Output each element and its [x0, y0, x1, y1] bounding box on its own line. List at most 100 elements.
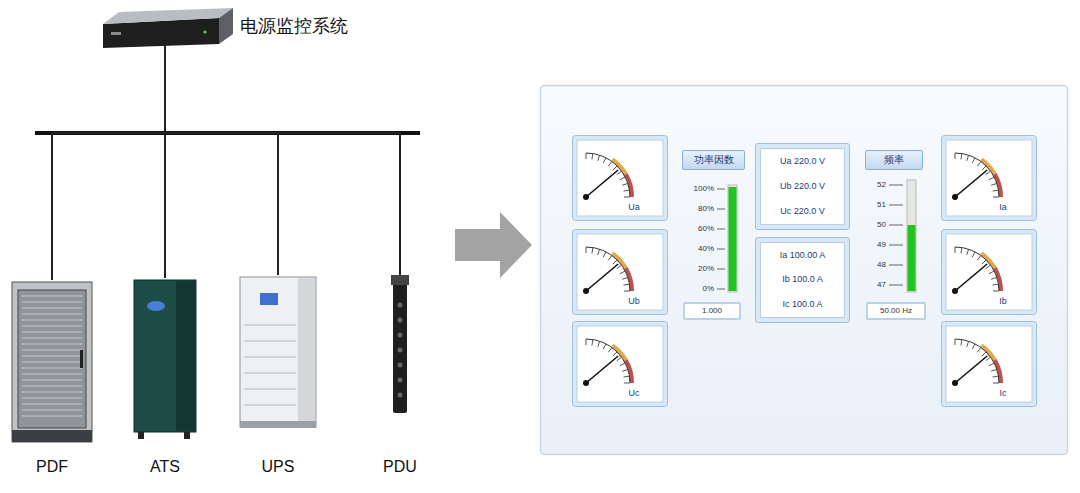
grille [22, 379, 82, 381]
scale-label: 80% [684, 204, 714, 214]
dial-band [980, 158, 996, 175]
dial-tick [624, 383, 630, 384]
shape [577, 326, 663, 402]
dial-tick [991, 369, 997, 371]
dial-tick [624, 291, 630, 292]
bar-track [728, 185, 737, 292]
dial-tick [624, 284, 630, 286]
module-line [244, 341, 296, 342]
node-text: 功率因数 [694, 154, 734, 166]
scale-label: 40% [684, 244, 714, 254]
shape [393, 279, 407, 413]
scale-label: 50 [856, 220, 886, 230]
screen-panel [541, 86, 1068, 455]
value-box: 1.000 [683, 302, 741, 320]
dial-arc [955, 153, 999, 197]
module-line [244, 405, 296, 406]
ups-cabinet: UPS [238, 275, 318, 476]
dial-tick [986, 357, 991, 361]
dial-tick [617, 357, 622, 361]
dial-tick [598, 249, 600, 255]
needle [955, 264, 987, 291]
dial-tick [591, 248, 593, 254]
shape [942, 136, 1037, 221]
needle-hub [952, 288, 958, 294]
dial-tick [993, 284, 999, 286]
dial-tick [989, 177, 994, 180]
dial-tick [955, 247, 956, 253]
grille [22, 391, 82, 393]
gauge-dial [572, 321, 668, 407]
node-text: Ic [981, 388, 1025, 399]
shape [573, 230, 668, 315]
dial-tick [613, 166, 617, 170]
tick [889, 245, 903, 246]
dial-tick [586, 339, 587, 345]
module-line [244, 357, 296, 358]
node-text: UPS [238, 458, 318, 476]
outlet [398, 333, 403, 338]
grille [22, 325, 82, 327]
readings-screen: Ua 220.0 VUb 220.0 VUc 220.0 V [760, 148, 845, 225]
dial-tick [991, 277, 997, 279]
shape [946, 326, 1032, 402]
dial-tick [622, 369, 628, 371]
dial-tick [624, 190, 630, 192]
needle-hub [583, 194, 589, 200]
node-text: Ia 100.00 A [780, 250, 826, 261]
bar-track [907, 180, 916, 292]
node-text: Ub 220.0 V [780, 181, 825, 192]
dial-tick [603, 344, 606, 349]
pf-scale [717, 185, 737, 292]
dial-tick [977, 255, 981, 260]
node-text: Ub [612, 296, 656, 307]
server-logo [111, 32, 121, 35]
grille [22, 337, 82, 339]
dial-tick [977, 161, 981, 166]
needle-hub [583, 288, 589, 294]
tick [889, 225, 903, 226]
dial-arc [955, 339, 999, 383]
dial-tick [955, 339, 956, 345]
dial-tick [967, 249, 969, 255]
shape [946, 234, 1032, 310]
outlet [398, 378, 403, 383]
outlet [398, 303, 403, 308]
current-readings: Ia 100.00 AIb 100.0 AIc 100.0 A [755, 237, 850, 323]
dial-tick [989, 271, 994, 274]
node-text: Ia [981, 202, 1025, 213]
module-line [244, 325, 296, 326]
shape [391, 275, 409, 285]
dial-band [611, 252, 627, 269]
scale-label: 52 [856, 180, 886, 190]
dial-tick [972, 252, 975, 257]
gauge-dial [941, 229, 1037, 315]
node-text: ATS [132, 458, 198, 476]
grille [22, 319, 82, 321]
server-side [219, 8, 233, 44]
shape [138, 432, 144, 439]
needle [586, 170, 618, 197]
scale-label: 60% [684, 224, 714, 234]
grille [22, 349, 82, 351]
grille [22, 403, 82, 405]
dial-tick [586, 153, 587, 159]
needle [586, 264, 618, 291]
dial-tick [591, 340, 593, 346]
grille [22, 355, 82, 357]
bus-drop-line [52, 45, 165, 280]
dial-tick [960, 154, 962, 160]
grille [22, 307, 82, 309]
tick [889, 185, 903, 186]
pdf-cabinet-icon [10, 280, 94, 445]
outlet [398, 363, 403, 368]
shape [942, 322, 1037, 407]
dial-arc [955, 247, 999, 291]
shape [942, 230, 1037, 315]
needle-hub [952, 194, 958, 200]
shape [573, 136, 668, 221]
dial-tick [993, 383, 999, 384]
node-text: Ua 220.0 V [780, 156, 825, 167]
scale-label: 0% [684, 284, 714, 294]
tick [717, 249, 725, 250]
